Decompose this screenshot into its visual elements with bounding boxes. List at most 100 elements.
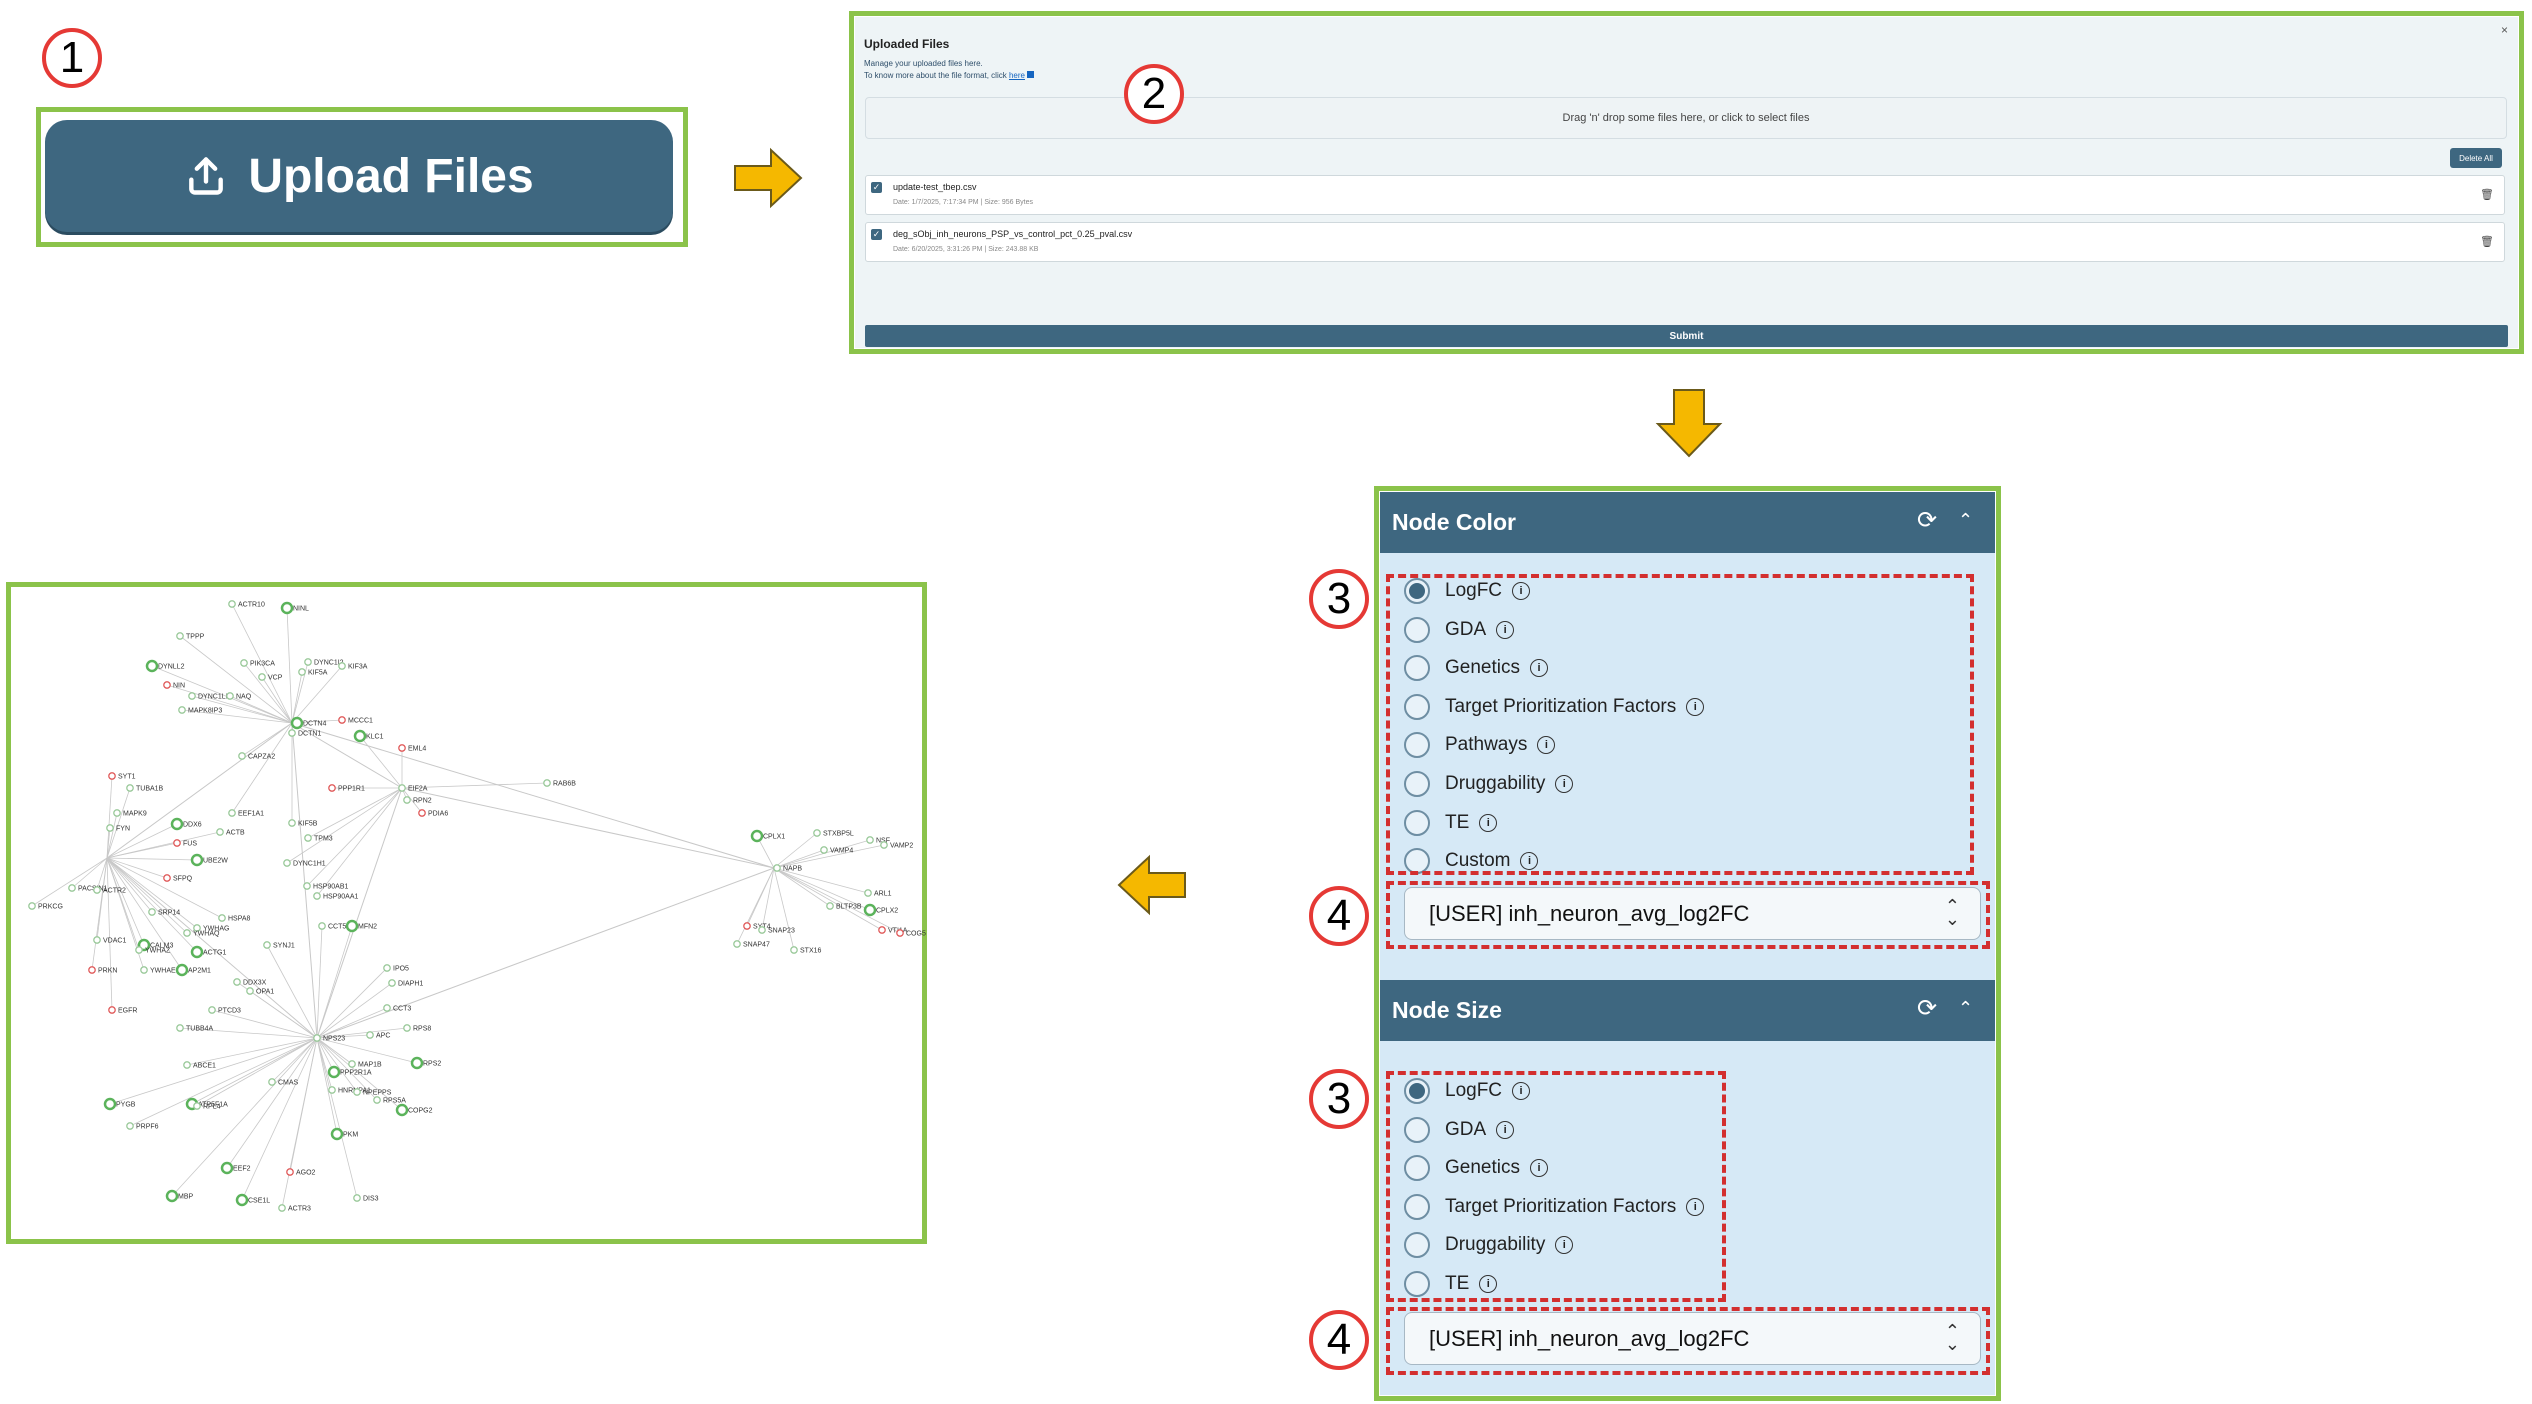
network-node[interactable] xyxy=(410,1056,424,1070)
network-node[interactable] xyxy=(240,659,248,667)
network-node[interactable] xyxy=(348,1060,356,1068)
trash-icon[interactable]: 🗑 xyxy=(2480,236,2494,248)
network-node[interactable] xyxy=(263,941,271,949)
network-node[interactable] xyxy=(188,692,196,700)
network-node[interactable] xyxy=(88,966,96,974)
network-node[interactable] xyxy=(126,1122,134,1130)
network-node[interactable] xyxy=(175,963,189,977)
network-node[interactable] xyxy=(93,886,101,894)
radio-button[interactable] xyxy=(1404,1193,1430,1220)
network-node[interactable] xyxy=(108,772,116,780)
network-node[interactable] xyxy=(880,841,888,849)
network-node[interactable] xyxy=(106,824,114,832)
network-node[interactable] xyxy=(366,1031,374,1039)
network-node[interactable] xyxy=(176,632,184,640)
network-node[interactable] xyxy=(327,1065,341,1079)
node-size-select[interactable]: [USER] inh_neuron_avg_log2FC ⌃⌄ xyxy=(1404,1312,1981,1365)
network-node[interactable] xyxy=(395,1103,409,1117)
network-node[interactable] xyxy=(338,716,346,724)
network-node[interactable] xyxy=(113,809,121,817)
network-node[interactable] xyxy=(178,706,186,714)
network-node[interactable] xyxy=(220,1161,234,1175)
network-node[interactable] xyxy=(328,784,336,792)
info-icon[interactable]: i xyxy=(1520,852,1539,871)
network-node[interactable] xyxy=(313,1034,321,1042)
network-node[interactable] xyxy=(743,922,751,930)
network-node[interactable] xyxy=(93,936,101,944)
network-node[interactable] xyxy=(863,903,877,917)
network-node[interactable] xyxy=(318,922,326,930)
network-node[interactable] xyxy=(135,946,143,954)
network-node[interactable] xyxy=(173,839,181,847)
network-node[interactable] xyxy=(543,779,551,787)
network-node[interactable] xyxy=(353,1088,361,1096)
network-node[interactable] xyxy=(403,1024,411,1032)
info-icon[interactable]: i xyxy=(1479,1275,1498,1293)
collapse-icon[interactable]: ⌃ xyxy=(1958,998,1974,1018)
network-node[interactable] xyxy=(278,1204,286,1212)
network-node[interactable] xyxy=(750,829,764,843)
network-node[interactable] xyxy=(388,979,396,987)
network-node[interactable] xyxy=(418,809,426,817)
info-icon[interactable]: i xyxy=(1512,1082,1531,1100)
network-node[interactable] xyxy=(878,926,886,934)
radio-button[interactable] xyxy=(1404,616,1430,643)
network-node[interactable] xyxy=(345,919,359,933)
network-node[interactable] xyxy=(148,908,156,916)
network-node[interactable] xyxy=(398,744,406,752)
trash-icon[interactable]: 🗑 xyxy=(2480,189,2494,201)
reset-icon[interactable]: ⟳ xyxy=(1917,995,1938,1022)
network-node[interactable] xyxy=(235,1193,249,1207)
network-node[interactable] xyxy=(383,1004,391,1012)
network-node[interactable] xyxy=(163,874,171,882)
radio-button[interactable] xyxy=(1404,771,1430,797)
network-node[interactable] xyxy=(286,1168,294,1176)
network-node[interactable] xyxy=(330,1127,344,1141)
delete-all-button[interactable]: Delete All xyxy=(2450,148,2502,168)
info-icon[interactable]: i xyxy=(1512,582,1531,600)
radio-button[interactable] xyxy=(1404,1232,1430,1259)
network-node[interactable] xyxy=(103,1097,117,1111)
info-icon[interactable]: i xyxy=(1686,697,1705,716)
network-node[interactable] xyxy=(288,729,296,737)
network-node[interactable] xyxy=(864,889,872,897)
info-icon[interactable]: i xyxy=(1555,775,1574,793)
radio-button[interactable] xyxy=(1404,732,1430,759)
network-node[interactable] xyxy=(226,692,234,700)
network-node[interactable] xyxy=(228,600,236,608)
network-node[interactable] xyxy=(353,729,367,743)
network-node[interactable] xyxy=(216,828,224,836)
info-icon[interactable]: i xyxy=(1529,1159,1548,1178)
network-node[interactable] xyxy=(246,987,254,995)
radio-button[interactable] xyxy=(1404,809,1430,836)
info-icon[interactable]: i xyxy=(1555,1236,1574,1255)
network-node[interactable] xyxy=(383,964,391,972)
network-node[interactable] xyxy=(896,929,904,937)
network-node[interactable] xyxy=(108,1006,116,1014)
file-checkbox[interactable]: ✓ xyxy=(871,182,882,193)
radio-button[interactable] xyxy=(1404,1271,1430,1297)
close-icon[interactable]: × xyxy=(2500,23,2508,37)
radio-button[interactable] xyxy=(1404,1155,1430,1182)
network-node[interactable] xyxy=(233,978,241,986)
radio-button[interactable] xyxy=(1404,693,1430,720)
network-node[interactable] xyxy=(303,882,311,890)
network-node[interactable] xyxy=(304,834,312,842)
network-node[interactable] xyxy=(826,902,834,910)
info-icon[interactable]: i xyxy=(1537,736,1556,755)
network-node[interactable] xyxy=(193,924,201,932)
network-node[interactable] xyxy=(190,945,204,959)
network-node[interactable] xyxy=(183,929,191,937)
submit-button[interactable]: Submit xyxy=(865,325,2508,347)
